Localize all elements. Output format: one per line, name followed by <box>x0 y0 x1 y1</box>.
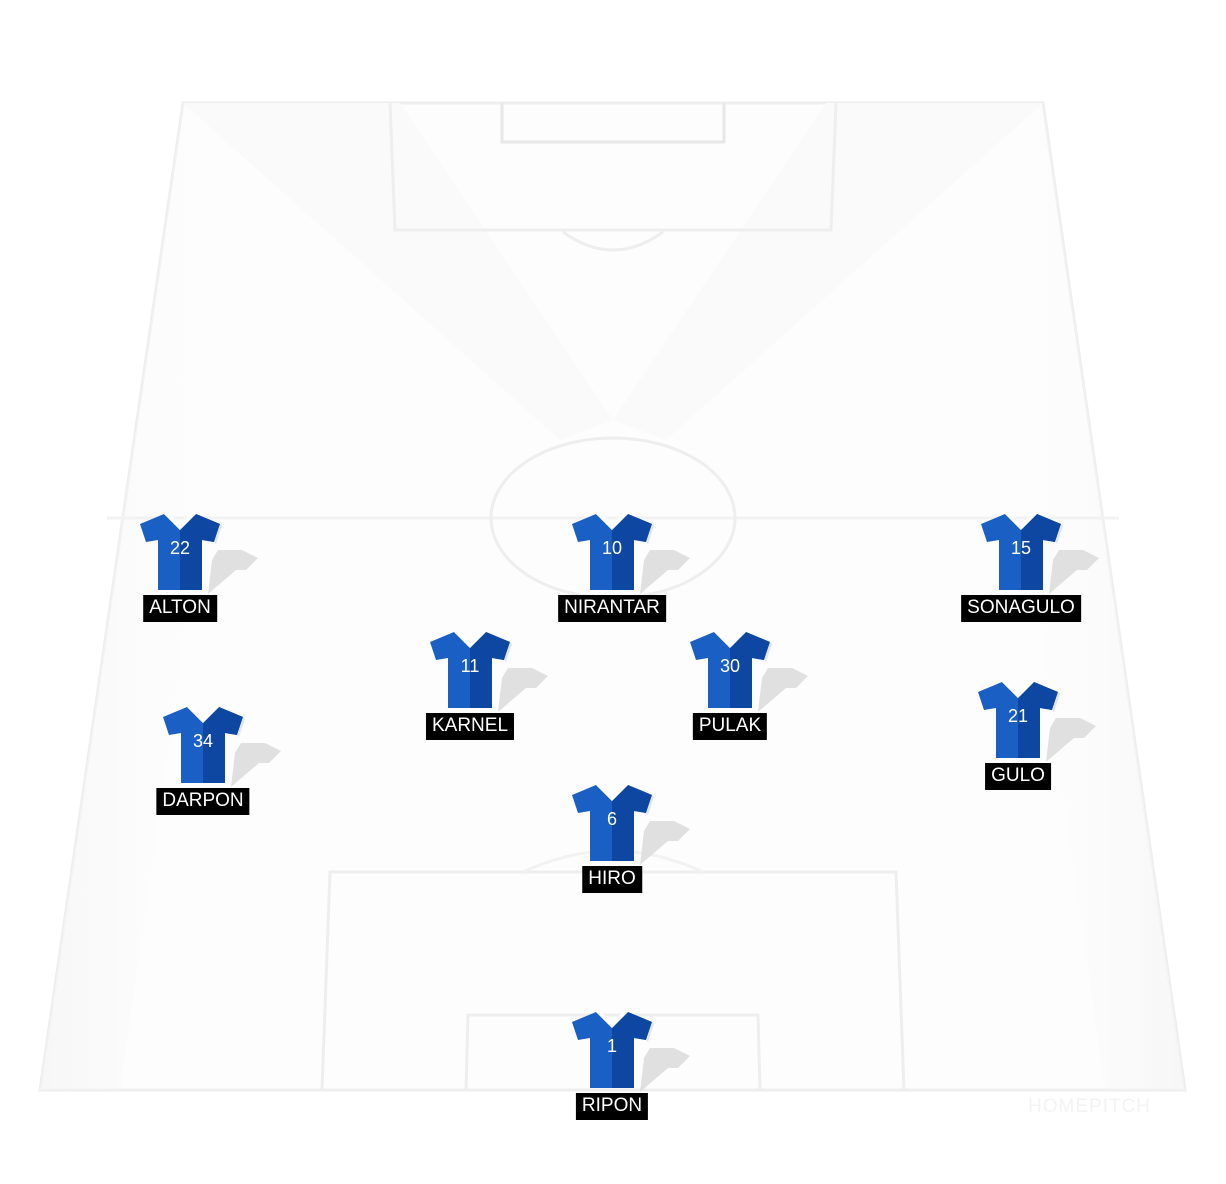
jersey-icon: 6 <box>570 783 690 865</box>
jersey-icon: 22 <box>138 512 258 594</box>
player-name-plate: KARNEL <box>425 713 515 740</box>
player-name: SONAGULO <box>961 595 1081 622</box>
player-name: PULAK <box>692 713 768 740</box>
watermark-text: HOMEPITCH <box>1028 1096 1151 1117</box>
player-name-plate: ALTON <box>143 595 217 622</box>
jersey-icon: 21 <box>976 680 1096 762</box>
top-penalty-box <box>388 102 838 232</box>
jersey-number: 22 <box>169 538 191 558</box>
jersey-number: 6 <box>606 809 617 829</box>
player-name-plate: HIRO <box>582 866 642 893</box>
jersey-icon: 34 <box>161 705 281 787</box>
jersey-number: 30 <box>719 656 741 676</box>
player-name: KARNEL <box>425 713 515 740</box>
jersey-number: 11 <box>460 656 480 676</box>
player-name: RIPON <box>575 1093 649 1120</box>
player-name-plate: SONAGULO <box>961 595 1081 622</box>
jersey-icon: 15 <box>979 512 1099 594</box>
player-name: DARPON <box>156 788 250 815</box>
player-name: GULO <box>985 763 1051 790</box>
player-name-plate: RIPON <box>575 1093 649 1120</box>
player-name: HIRO <box>582 866 642 893</box>
jersey-number: 34 <box>192 731 214 751</box>
top-penalty-arc <box>562 230 664 252</box>
jersey-number: 21 <box>1007 706 1029 726</box>
player-name-plate: PULAK <box>692 713 768 740</box>
jersey-icon: 30 <box>688 630 808 712</box>
bottom-goal-box <box>464 1013 762 1091</box>
jersey-icon: 11 <box>428 630 548 712</box>
player-name-plate: DARPON <box>156 788 250 815</box>
player-name: NIRANTAR <box>558 595 666 622</box>
jersey-icon: 1 <box>570 1010 690 1092</box>
jersey-number: 10 <box>601 538 623 558</box>
jersey-number: 1 <box>606 1036 617 1056</box>
player-name: ALTON <box>143 595 217 622</box>
top-goal-box <box>500 103 726 144</box>
jersey-number: 15 <box>1010 538 1032 558</box>
player-name-plate: GULO <box>985 763 1051 790</box>
player-name-plate: NIRANTAR <box>558 595 666 622</box>
jersey-icon: 10 <box>570 512 690 594</box>
